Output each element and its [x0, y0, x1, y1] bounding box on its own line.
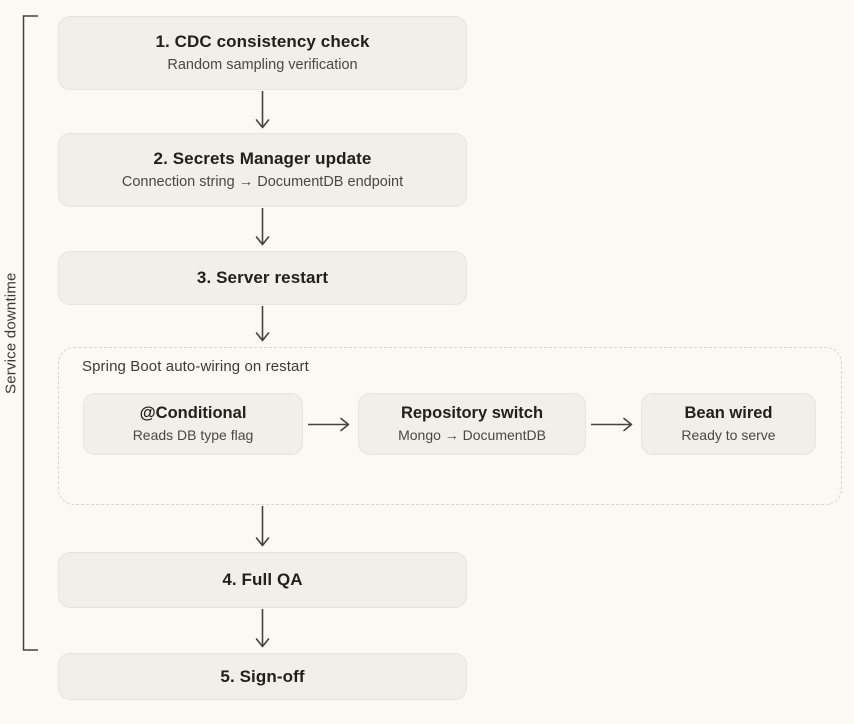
node-title: @Conditional — [139, 403, 247, 422]
node-subtitle: Ready to serve — [681, 426, 776, 443]
arrow-down-icon — [254, 208, 271, 250]
step-sign-off: 5. Sign-off — [58, 653, 467, 700]
step-title: 4. Full QA — [222, 570, 303, 590]
step-subtitle: Random sampling verification — [167, 56, 358, 73]
arrow-down-icon — [254, 506, 271, 551]
step-subtitle: Connection string → DocumentDB endpoint — [121, 173, 404, 190]
step-server-restart: 3. Server restart — [58, 251, 467, 305]
step-full-qa: 4. Full QA — [58, 552, 467, 608]
arrow-right-icon — [591, 416, 637, 433]
service-downtime-label: Service downtime — [2, 272, 20, 394]
step-title: 5. Sign-off — [220, 666, 305, 686]
step-cdc-consistency-check: 1. CDC consistency check Random sampling… — [58, 16, 467, 90]
step-title: 3. Server restart — [196, 268, 329, 288]
spring-boot-autowiring-group — [58, 347, 842, 505]
arrow-down-icon — [254, 609, 271, 652]
node-conditional: @Conditional Reads DB type flag — [83, 393, 303, 455]
node-repository-switch: Repository switch Mongo → DocumentDB — [358, 393, 586, 455]
arrow-right-icon — [308, 416, 354, 433]
step-title: 2. Secrets Manager update — [153, 149, 372, 169]
node-title: Bean wired — [684, 403, 773, 422]
step-secrets-manager-update: 2. Secrets Manager update Connection str… — [58, 133, 467, 207]
service-downtime-bracket — [22, 15, 38, 651]
arrow-down-icon — [254, 306, 271, 346]
node-subtitle: Mongo → DocumentDB — [398, 426, 546, 443]
spring-boot-autowiring-label: Spring Boot auto-wiring on restart — [82, 358, 309, 375]
node-subtitle: Reads DB type flag — [132, 426, 254, 443]
step-title: 1. CDC consistency check — [155, 32, 370, 52]
node-bean-wired: Bean wired Ready to serve — [641, 393, 816, 455]
node-title: Repository switch — [400, 403, 544, 422]
arrow-down-icon — [254, 91, 271, 133]
